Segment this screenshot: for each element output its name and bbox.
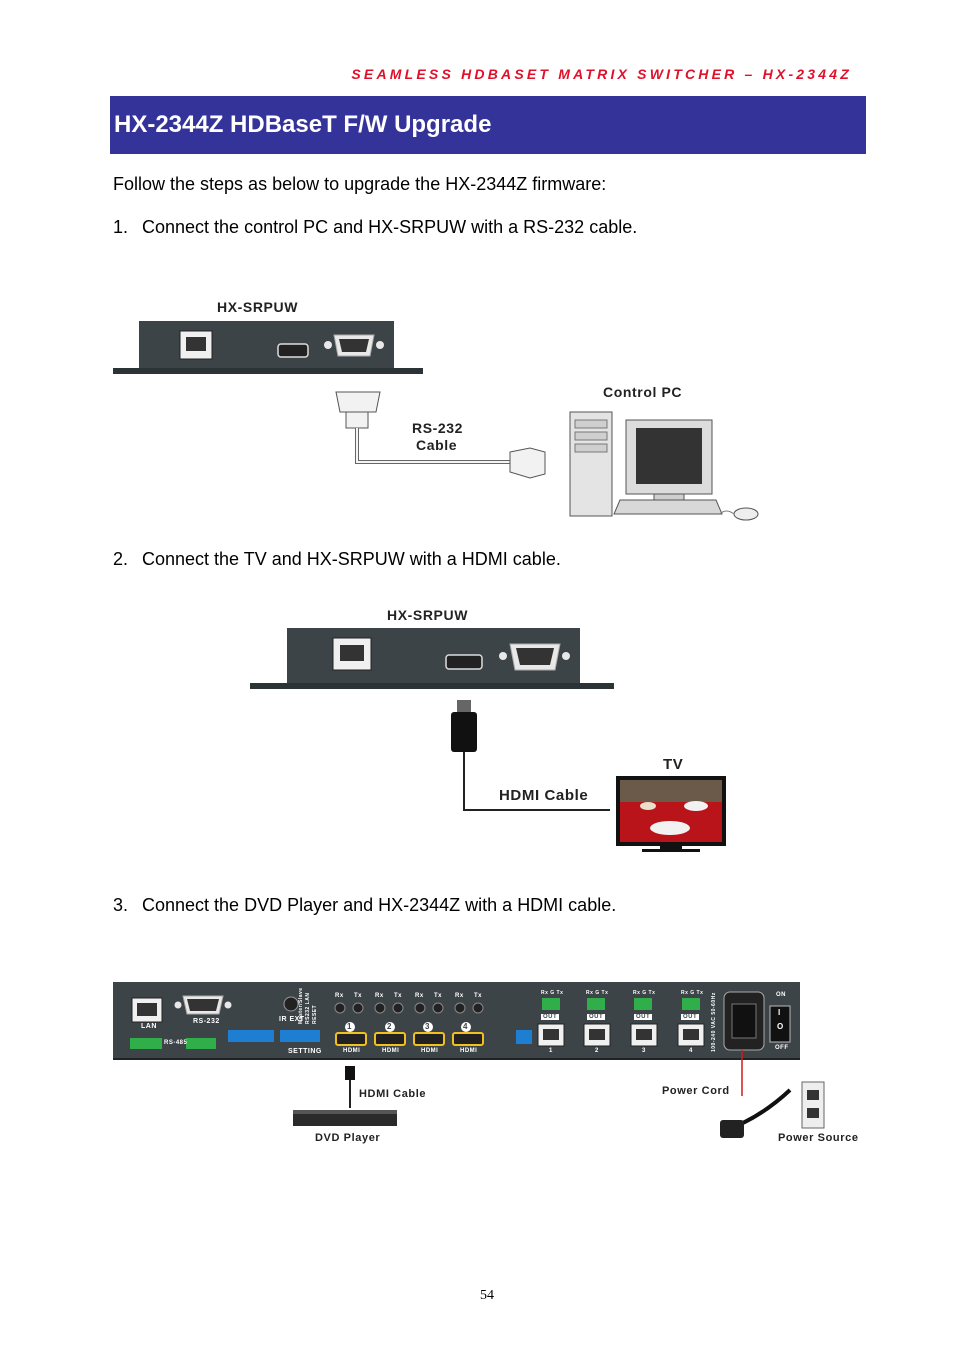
- fig1-serial-plug: [335, 391, 381, 413]
- fig3-out-1: OUT: [541, 1014, 560, 1020]
- fig3-input-number-3: 3: [425, 1022, 430, 1031]
- fig2-hdmi-cable: [463, 752, 610, 811]
- fig3-off-label: OFF: [775, 1045, 789, 1051]
- fig3-rx-2: Rx: [375, 993, 384, 999]
- fig3-output-dip: [516, 1030, 532, 1044]
- fig3-power-source-label: Power Source: [778, 1132, 859, 1144]
- fig3-hdmi-label-1: HDMI: [343, 1048, 361, 1054]
- fig1-rj45-port: [179, 330, 213, 360]
- fig3-ir-ext-label: IR EXT: [279, 1016, 305, 1023]
- fig3-out-3: OUT: [634, 1014, 653, 1020]
- fig3-input-number-1: 1: [347, 1022, 352, 1031]
- fig3-on-label: ON: [776, 992, 786, 998]
- fig2-device-label: HX-SRPUW: [387, 607, 469, 623]
- fig1-hdmi-port: [277, 343, 309, 358]
- fig3-cable-label: HDMI Cable: [359, 1088, 427, 1100]
- fig3-tx-3: Tx: [434, 993, 443, 999]
- fig1-device-label: HX-SRPUW: [217, 299, 299, 315]
- step-2-number: 2.: [113, 549, 129, 569]
- fig3-ir-jacks: [334, 1002, 484, 1014]
- fig3-tx-4: Tx: [474, 993, 483, 999]
- fig3-dip-switch-2: [280, 1030, 320, 1042]
- fig3-rs485-terminal-left: [130, 1038, 162, 1049]
- fig2-hdmi-plug: [457, 700, 471, 712]
- fig3-hdbaset-outputs: [537, 998, 705, 1047]
- fig3-rs485-terminal-right: [186, 1038, 216, 1049]
- fig3-setting-label: SETTING: [288, 1048, 322, 1055]
- step-2-text: Connect the TV and HX-SRPUW with a HDMI …: [142, 549, 561, 569]
- fig3-dip-label-3: RESET: [312, 1004, 318, 1024]
- fig1-cable-label-1: RS-232: [412, 420, 464, 436]
- fig3-rxgtx-2: Rx G Tx: [586, 990, 609, 996]
- fig3-rx-1: Rx: [335, 993, 344, 999]
- fig2-hdmi-port: [445, 654, 483, 670]
- fig3-output-number-1: 1: [549, 1048, 553, 1054]
- fig3-rxgtx-1: Rx G Tx: [541, 990, 564, 996]
- fig3-dip-label-1: Master/Slave: [298, 987, 304, 1024]
- section-title-bar: HX-2344Z HDBaseT F/W Upgrade: [110, 96, 866, 154]
- fig3-hdmi-inputs: [335, 1032, 484, 1046]
- fig2-cable-label: HDMI Cable: [499, 787, 589, 804]
- running-header: SEAMLESS HDBASET MATRIX SWITCHER – HX-23…: [351, 66, 852, 82]
- fig3-tx-1: Tx: [354, 993, 363, 999]
- fig3-rear-panel: [113, 982, 800, 1060]
- fig3-dip-switch-1: [228, 1030, 274, 1042]
- fig3-input-number-2: 2: [387, 1022, 392, 1031]
- fig3-rs485-label: RS-485: [164, 1040, 188, 1046]
- fig3-output-number-3: 3: [642, 1048, 646, 1054]
- fig3-switch-off-mark: O: [777, 1022, 784, 1031]
- fig3-rs232-label: RS-232: [193, 1018, 220, 1025]
- fig3-dip-label-2: RS232 LAN: [305, 992, 311, 1024]
- fig3-voltage-label: 100-240 VAC 50-60Hz: [711, 992, 717, 1052]
- step-1-text: Connect the control PC and HX-SRPUW with…: [142, 217, 638, 237]
- page-number: 54: [480, 1288, 494, 1303]
- fig3-ir-ext-jack: [283, 996, 299, 1012]
- fig3-out-2: OUT: [587, 1014, 606, 1020]
- fig1-device-flange: [113, 368, 423, 374]
- fig1-pc-label: Control PC: [603, 384, 683, 400]
- fig2-tv-label: TV: [663, 756, 684, 773]
- step-3-text: Connect the DVD Player and HX-2344Z with…: [142, 895, 617, 915]
- step-1-number: 1.: [113, 217, 129, 237]
- fig3-power-cord-label: Power Cord: [662, 1085, 730, 1097]
- fig3-switch-on-mark: I: [778, 1008, 781, 1017]
- fig3-hdmi-label-4: HDMI: [460, 1048, 478, 1054]
- fig3-input-number-4: 4: [463, 1022, 468, 1031]
- intro-text: Follow the steps as below to upgrade the…: [113, 174, 607, 194]
- fig3-hdmi-label-3: HDMI: [421, 1048, 439, 1054]
- fig3-out-4: OUT: [681, 1014, 700, 1020]
- section-title: HX-2344Z HDBaseT F/W Upgrade: [114, 111, 492, 138]
- fig1-pc-tower: [569, 411, 613, 517]
- fig3-rxgtx-3: Rx G Tx: [633, 990, 656, 996]
- fig3-lan-label: LAN: [141, 1023, 157, 1030]
- fig3-hdmi-plug: [345, 1066, 355, 1080]
- fig3-hdmi-label-2: HDMI: [382, 1048, 400, 1054]
- fig3-rx-4: Rx: [455, 993, 464, 999]
- fig3-dvd-label: DVD Player: [315, 1132, 381, 1144]
- fig3-tx-2: Tx: [394, 993, 403, 999]
- fig3-rxgtx-4: Rx G Tx: [681, 990, 704, 996]
- fig3-rx-3: Rx: [415, 993, 424, 999]
- fig3-power-socket: [801, 1081, 825, 1129]
- fig2-device-flange: [250, 683, 614, 689]
- fig3-output-number-2: 2: [595, 1048, 599, 1054]
- fig3-output-number-4: 4: [689, 1048, 693, 1054]
- fig1-cable-label-2: Cable: [416, 437, 458, 453]
- step-3-number: 3.: [113, 895, 129, 915]
- fig1-keyboard: [613, 499, 723, 515]
- fig3-power-switch: [769, 1005, 791, 1043]
